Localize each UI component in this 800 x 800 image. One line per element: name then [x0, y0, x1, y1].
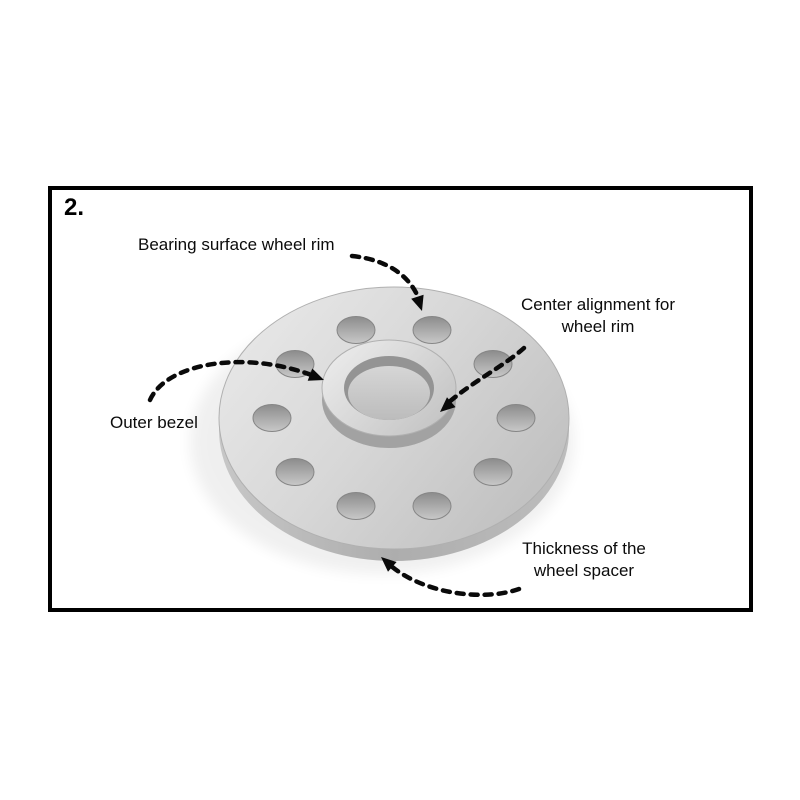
label-outer-bezel: Outer bezel	[110, 412, 198, 434]
label-thickness-line1: Thickness of the	[522, 539, 646, 558]
label-bearing-surface-text: Bearing surface wheel rim	[138, 235, 335, 254]
label-thickness: Thickness of the wheel spacer	[464, 538, 704, 582]
label-bearing-surface: Bearing surface wheel rim	[138, 234, 335, 256]
label-center-alignment-line2: wheel rim	[561, 317, 635, 336]
label-thickness-line2: wheel spacer	[533, 561, 635, 580]
diagram-frame: 2.	[48, 186, 753, 612]
step-number: 2.	[64, 194, 85, 221]
bolt-holes	[252, 316, 536, 520]
wheel-spacer-illustration	[147, 253, 574, 598]
arrow-bearing-surface	[349, 253, 424, 311]
label-center-alignment-line1: Center alignment for	[520, 295, 676, 314]
arrow-outer-bezel	[147, 359, 324, 403]
label-outer-bezel-text: Outer bezel	[110, 413, 198, 432]
arrowhead	[381, 557, 397, 572]
center-hub	[321, 339, 457, 448]
arrowhead	[307, 368, 324, 381]
label-center-alignment: Center alignment for wheel rim	[478, 294, 718, 338]
arrow-thickness	[381, 557, 522, 598]
arrowhead	[411, 294, 424, 311]
